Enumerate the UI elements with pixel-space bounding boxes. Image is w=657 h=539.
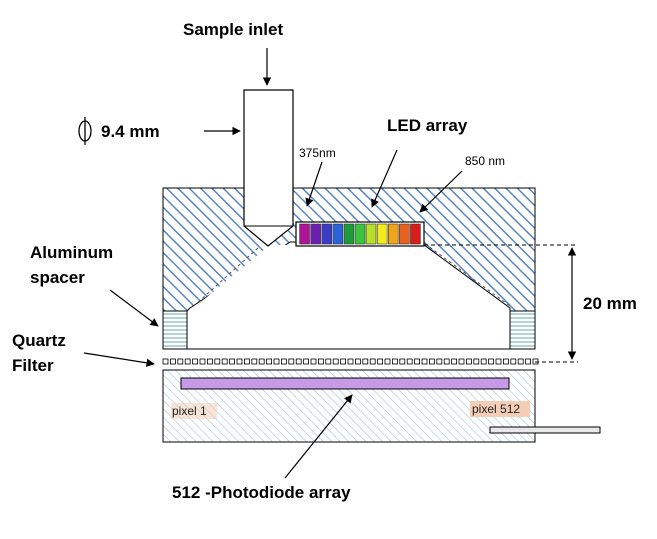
wavelength-min-arrow [305,161,323,207]
photodiode-array-label: 512 -Photodiode array [172,483,351,502]
quartz-filter-cell [443,358,450,365]
quartz-filter-cell [325,358,332,365]
pixel-last-badge [470,401,530,417]
quartz-filter-cell [428,358,435,365]
quartz-filter-cell [458,358,465,365]
quartz-filter-cell [473,358,480,365]
quartz-filter-cell [273,358,280,365]
quartz-filter-cell [206,358,213,365]
quartz-filter-cell [354,358,361,365]
sample-inlet-label: Sample inlet [183,20,283,39]
quartz-filter-cell [399,358,406,365]
aluminum-spacer-label-line2: spacer [30,268,85,287]
led-array [295,221,425,247]
housing-block [162,187,536,350]
quartz-filter-cell [184,358,191,365]
quartz-filter-cell [199,358,206,365]
quartz-filter-cell [295,358,302,365]
height-label: 20 mm [583,294,637,313]
led-array-arrow [371,149,398,208]
quartz-filter-cell [214,358,221,365]
quartz-filter-label-line1: Quartz [12,331,66,350]
led-segment [365,223,377,245]
quartz-filter-cell [510,358,517,365]
quartz-filter-cell [236,358,243,365]
diameter-label: 9.4 mm [101,122,160,141]
quartz-filter-cell [391,358,398,365]
quartz-filter-cell [525,358,531,365]
led-segment [410,223,421,245]
diameter-symbol-icon [78,117,92,145]
quartz-filter-cell [258,358,265,365]
photodiode-arrow [284,394,353,479]
light-path-left [194,247,259,306]
quartz-filter-label-line2: Filter [12,356,54,375]
quartz-filter-cell [177,358,184,365]
quartz-filter-cell [332,358,339,365]
quartz-filter-cell [502,358,509,365]
pixel-first-badge [171,403,217,419]
quartz-filter-cell [436,358,443,365]
quartz-filter-cell [414,358,421,365]
pixel-last-label: pixel 512 [472,402,520,416]
quartz-filter [162,358,539,365]
aluminum-spacer-label-line1: Aluminum [30,243,113,262]
connector-cable [489,426,601,434]
led-segment [310,223,321,245]
quartz-filter-cell [317,358,324,365]
quartz-filter-cell [451,358,458,365]
quartz-filter-cell [377,358,384,365]
aluminum-spacer-left [162,310,188,350]
quartz-filter-cell [280,358,287,365]
photodiode-strip [180,377,510,390]
quartz-filter-cell [162,358,169,365]
wavelength-max-arrow [419,170,463,213]
aluminum-spacer-right [509,310,536,350]
quartz-filter-cell [221,358,228,365]
quartz-filter-cell [251,358,258,365]
quartz-filter-cell [310,358,317,365]
led-array-label: LED array [387,116,468,135]
quartz-filter-cell [465,358,472,365]
led-segment [399,223,410,245]
sample-inlet-tube [243,89,294,247]
led-segment [387,223,399,245]
quartz-filter-cell [369,358,376,365]
led-segment [299,223,310,245]
light-path-right [419,239,511,307]
quartz-filter-cell [406,358,413,365]
quartz-filter-cell [421,358,428,365]
quartz-filter-cell [362,358,369,365]
quartz-filter-arrow [83,352,155,367]
led-segment [343,223,355,245]
wavelength-min-label: 375nm [299,146,336,160]
led-segment [332,223,344,245]
led-segment [354,223,366,245]
wavelength-max-label: 850 nm [465,154,505,168]
aluminum-spacer-arrow [109,289,159,327]
quartz-filter-cell [340,358,347,365]
quartz-filter-cell [495,358,502,365]
quartz-filter-cell [192,358,199,365]
quartz-filter-cell [229,358,236,365]
quartz-filter-cell [266,358,273,365]
pixel-first-label: pixel 1 [172,404,207,418]
quartz-filter-cell [243,358,250,365]
quartz-filter-cell [384,358,391,365]
led-segment [376,223,388,245]
led-segment [321,223,332,245]
quartz-filter-cell [303,358,310,365]
quartz-filter-cell [288,358,295,365]
quartz-filter-cell [517,358,524,365]
quartz-filter-cell [169,358,176,365]
quartz-filter-cell [347,358,354,365]
quartz-filter-cell [480,358,487,365]
quartz-filter-cell [488,358,495,365]
